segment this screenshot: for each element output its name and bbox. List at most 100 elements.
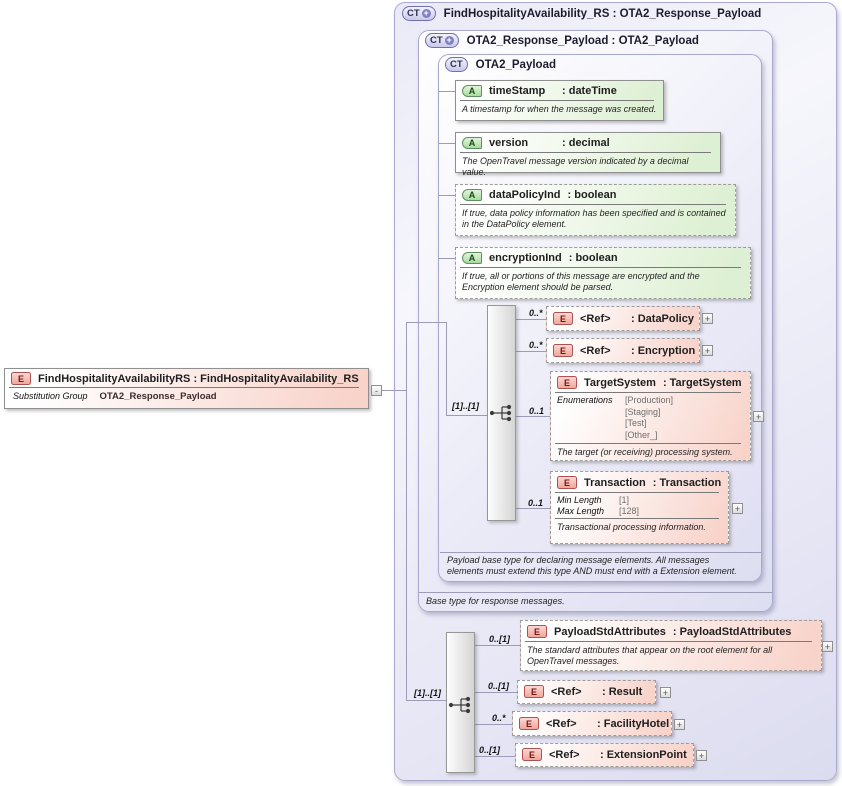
attribute-box-timestamp: A timeStamp : dateTime A timestamp for w… — [455, 80, 664, 121]
expand-icon[interactable]: + — [753, 411, 764, 422]
inner-panel-note: Payload base type for declaring message … — [447, 555, 737, 576]
element-badge-icon: E — [557, 476, 577, 489]
cardinality-label: 0..[1] — [489, 634, 511, 644]
group-cardinality-label: [1]..[1] — [414, 688, 441, 698]
connector-line — [475, 692, 517, 693]
attribute-name: timeStamp — [489, 85, 546, 97]
expand-icon[interactable]: + — [660, 687, 671, 698]
plus-circle-icon: + — [444, 35, 454, 45]
attribute-badge-icon: A — [462, 252, 482, 264]
cardinality-label: 0..* — [529, 340, 543, 350]
element-type: : Result — [602, 685, 643, 698]
element-type: : DataPolicy — [631, 312, 694, 325]
element-box-transaction: E Transaction : Transaction Min Length [… — [550, 471, 729, 544]
element-type: : TargetSystem — [662, 376, 742, 389]
element-box-findhospitalityavailabilityrs: E FindHospitalityAvailabilityRS : FindHo… — [4, 368, 369, 409]
complex-type-badge-icon: CT+ — [425, 33, 459, 48]
cardinality-label: 0..[1] — [479, 745, 501, 755]
inner-panel-title-text: OTA2_Payload — [475, 58, 556, 71]
element-name: TargetSystem — [584, 376, 656, 389]
expand-icon[interactable]: + — [696, 750, 707, 761]
middle-panel-note: Base type for response messages. — [426, 596, 565, 606]
element-name: <Ref> — [551, 685, 582, 698]
element-badge-icon: E — [553, 344, 573, 357]
note-separator — [440, 552, 761, 553]
note-separator — [419, 592, 772, 593]
facet-label: Min Length — [557, 495, 602, 505]
element-type: : Transaction — [652, 476, 722, 489]
complex-type-badge-icon: CT+ — [402, 6, 436, 21]
expand-icon[interactable]: + — [702, 345, 713, 356]
element-name: <Ref> — [580, 344, 611, 357]
inner-panel-title: CT OTA2_Payload — [445, 57, 556, 72]
element-badge-icon: E — [557, 376, 577, 389]
connector-line — [406, 700, 446, 701]
element-name: PayloadStdAttributes — [554, 625, 666, 638]
substitution-group-value: OTA2_Response_Payload — [99, 391, 217, 402]
element-box-ref-facilityhotel: E <Ref> : FacilityHotel — [512, 711, 672, 736]
attribute-badge-icon: A — [462, 85, 482, 97]
connector-line — [516, 319, 546, 320]
attribute-name: version — [489, 137, 529, 149]
connector-line — [439, 91, 455, 92]
connector-line — [406, 322, 446, 323]
attribute-doc: If true, all or portions of this message… — [462, 271, 700, 292]
element-name: <Ref> — [580, 312, 611, 325]
connector-line — [475, 724, 512, 725]
element-box-payloadstdattributes: E PayloadStdAttributes : PayloadStdAttri… — [520, 620, 822, 671]
outer-panel-title: CT+ FindHospitalityAvailability_RS : OTA… — [402, 6, 761, 21]
connector-line — [406, 322, 407, 700]
attribute-box-encryptionind: A encryptionInd : boolean If true, all o… — [455, 247, 751, 299]
connector-line — [516, 508, 550, 509]
element-title: FindHospitalityAvailabilityRS : FindHosp… — [38, 372, 359, 385]
attribute-type: : boolean — [568, 252, 618, 264]
enum-value: [Test] — [625, 418, 647, 428]
substitution-group-label: Substitution Group — [13, 391, 88, 401]
expand-icon[interactable]: + — [822, 641, 833, 652]
enum-value: [Other_] — [625, 429, 658, 440]
attribute-name: dataPolicyInd — [489, 189, 561, 201]
expand-icon[interactable]: + — [702, 313, 713, 324]
element-type: : Encryption — [631, 344, 696, 357]
element-doc: The target (or receiving) processing sys… — [557, 447, 733, 457]
expand-icon[interactable]: + — [674, 719, 685, 730]
attribute-type: : dateTime — [562, 85, 617, 97]
attribute-name: encryptionInd — [489, 252, 562, 264]
connector-line — [516, 416, 550, 417]
connector-line — [439, 258, 455, 259]
connector-line — [446, 415, 487, 416]
expand-icon[interactable]: + — [732, 503, 743, 514]
outer-panel-title-text: FindHospitalityAvailability_RS : OTA2_Re… — [443, 7, 762, 20]
element-box-targetsystem: E TargetSystem : TargetSystem Enumeratio… — [550, 371, 751, 461]
cardinality-label: 0..* — [492, 713, 506, 723]
element-badge-icon: E — [519, 717, 539, 730]
element-badge-icon: E — [527, 625, 547, 638]
middle-panel-title: CT+ OTA2_Response_Payload : OTA2_Payload — [425, 33, 699, 48]
element-type: : PayloadStdAttributes — [672, 625, 792, 638]
element-name: <Ref> — [546, 717, 577, 730]
connector-line — [475, 645, 520, 646]
attribute-doc: A timestamp for when the message was cre… — [462, 104, 657, 114]
facet-label: Max Length — [557, 505, 605, 516]
facet-value: [1] — [619, 495, 630, 505]
element-doc: Transactional processing information. — [557, 522, 706, 532]
group-cardinality-label: [1]..[1] — [452, 401, 479, 411]
middle-panel-title-text: OTA2_Response_Payload : OTA2_Payload — [466, 34, 699, 47]
connector-line — [439, 195, 455, 196]
collapse-icon[interactable]: - — [371, 385, 382, 396]
attribute-type: : boolean — [567, 189, 617, 201]
sequence-icon — [489, 404, 512, 422]
sequence-icon — [448, 696, 471, 714]
attribute-type: : decimal — [562, 137, 610, 149]
cardinality-label: 0..* — [529, 308, 543, 318]
connector-line — [382, 390, 406, 391]
element-name: <Ref> — [549, 748, 580, 761]
element-box-ref-result: E <Ref> : Result — [517, 680, 656, 704]
element-badge-icon: E — [11, 372, 31, 385]
connector-line — [516, 351, 546, 352]
element-type: : FacilityHotel — [597, 717, 670, 730]
element-badge-icon: E — [553, 312, 573, 325]
attribute-badge-icon: A — [462, 137, 482, 149]
enum-value: [Production] — [625, 395, 674, 405]
